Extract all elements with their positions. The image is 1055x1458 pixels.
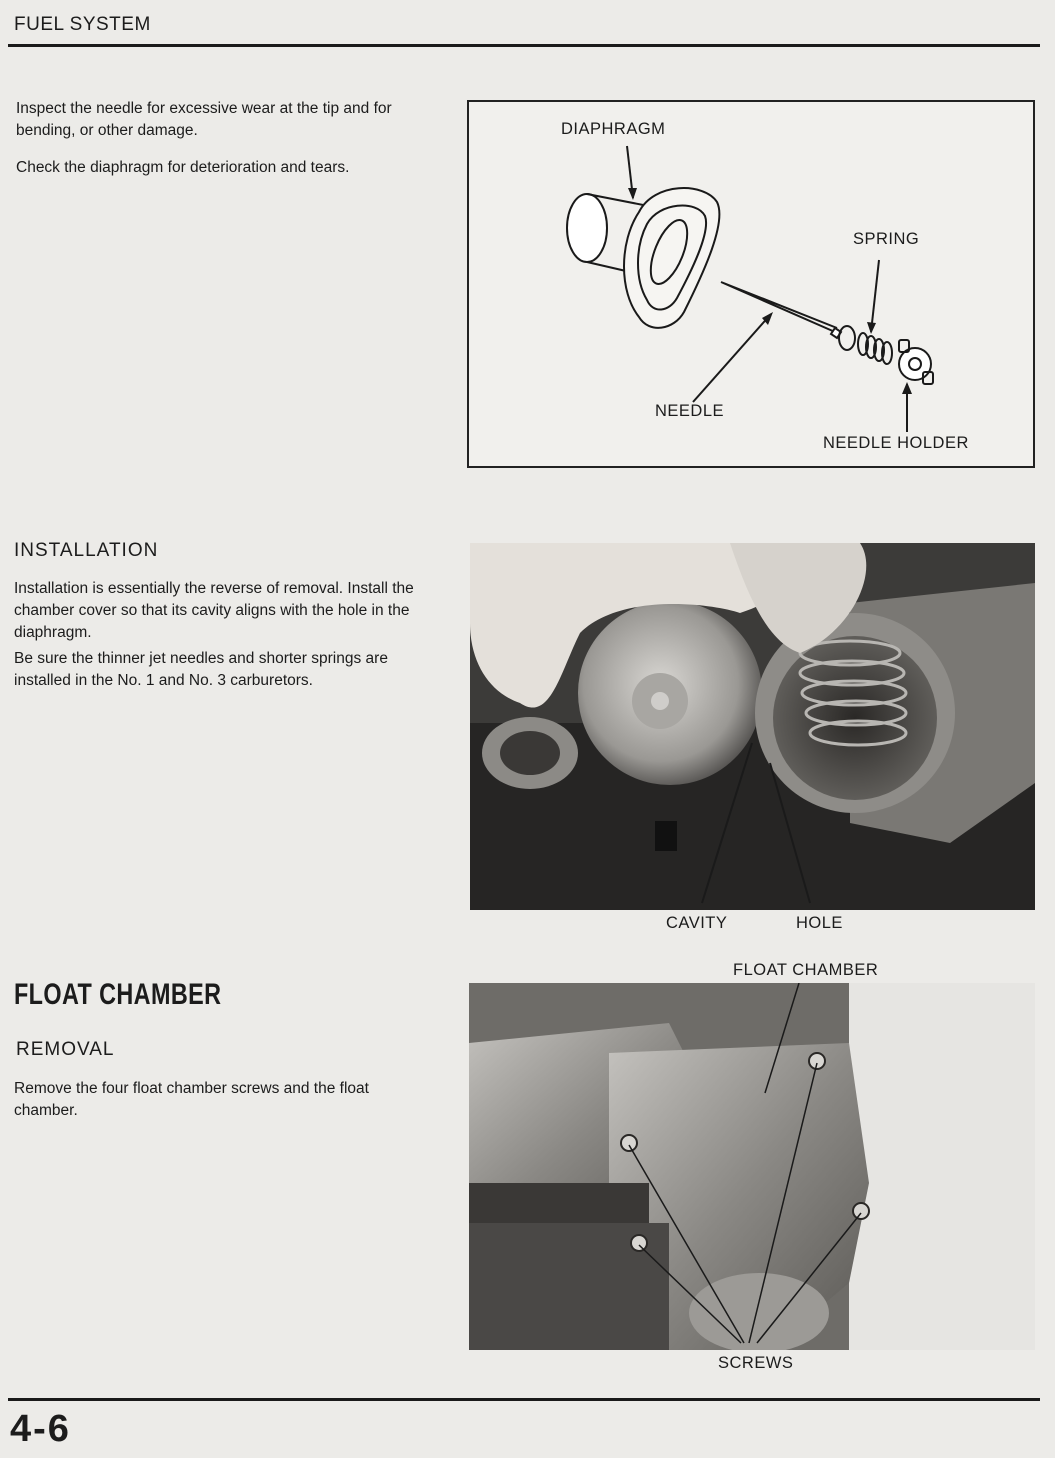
hole-label: HOLE bbox=[796, 914, 843, 932]
remove-screws-text: Remove the four float chamber screws and… bbox=[14, 1080, 369, 1119]
page-number: 4-6 bbox=[10, 1408, 71, 1450]
diaphragm-needle-illustration bbox=[566, 145, 934, 432]
float-chamber-heading: FLOAT CHAMBER bbox=[14, 978, 222, 1011]
float-chamber-label: FLOAT CHAMBER bbox=[733, 961, 879, 979]
needle-label: NEEDLE bbox=[655, 402, 725, 420]
float-chamber-photo-image bbox=[469, 983, 1035, 1350]
cavity-label: CAVITY bbox=[666, 914, 728, 932]
diaphragm-label: DIAPHRAGM bbox=[561, 120, 666, 138]
removal-heading: REMOVAL bbox=[16, 1039, 115, 1060]
jet-needle-spring-text: Be sure the thinner jet needles and shor… bbox=[14, 650, 388, 689]
bottom-rule-divider bbox=[8, 1398, 1040, 1401]
chamber-cover-photo bbox=[470, 543, 1035, 910]
chamber-cover-photo-image bbox=[470, 543, 1035, 910]
check-diaphragm-text: Check the diaphragm for deterioration an… bbox=[16, 159, 350, 176]
section-header: FUEL SYSTEM bbox=[14, 14, 151, 35]
needle-holder-label: NEEDLE HOLDER bbox=[823, 434, 969, 452]
float-chamber-photo bbox=[469, 983, 1035, 1350]
installation-instructions-text: Installation is essentially the reverse … bbox=[14, 580, 414, 641]
diaphragm-needle-diagram: DIAPHRAGM SPRING NEEDLE NEEDLE HOLDER bbox=[467, 100, 1035, 468]
spring-label: SPRING bbox=[853, 230, 920, 248]
installation-heading: INSTALLATION bbox=[14, 540, 159, 561]
top-rule-divider bbox=[8, 44, 1040, 47]
screws-label: SCREWS bbox=[718, 1354, 794, 1372]
inspect-needle-text: Inspect the needle for excessive wear at… bbox=[16, 100, 392, 139]
